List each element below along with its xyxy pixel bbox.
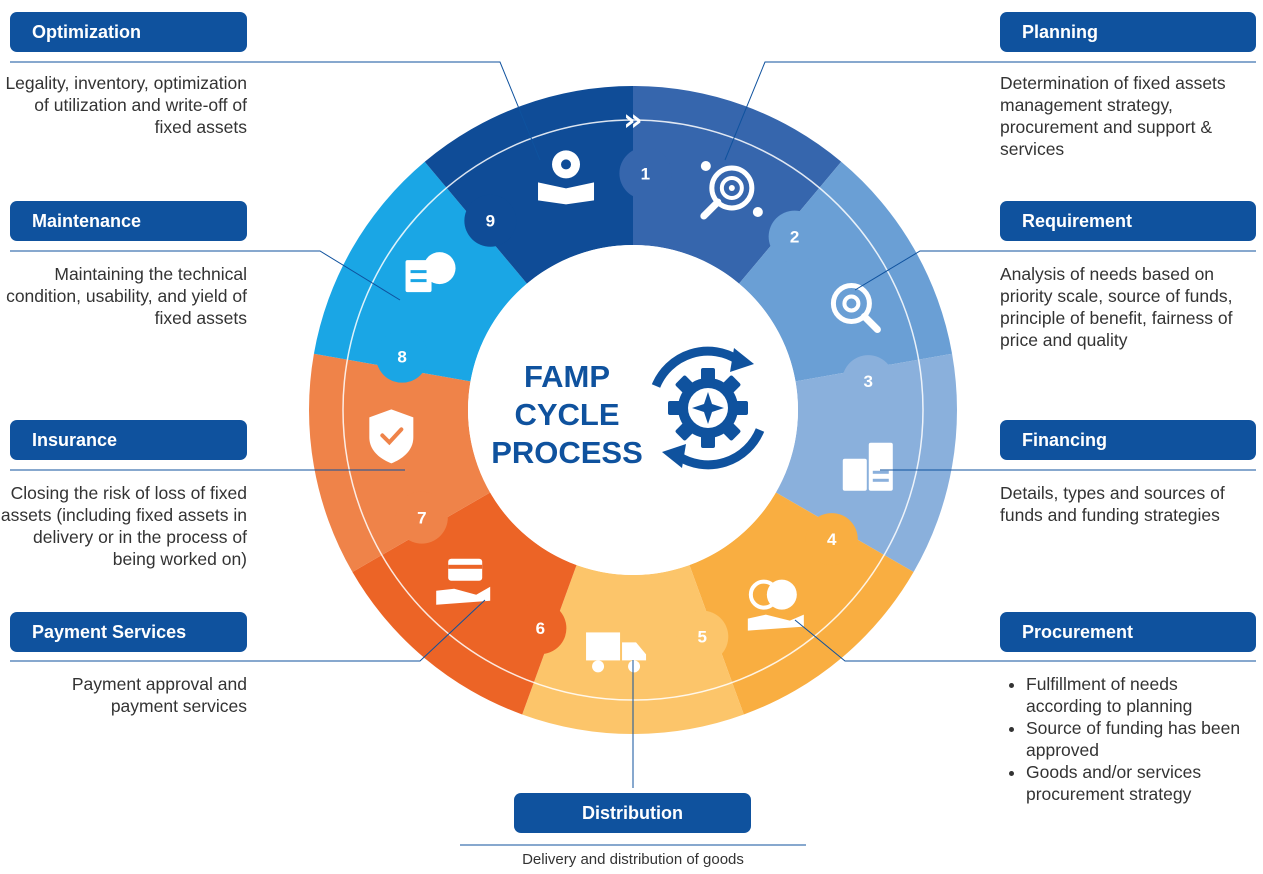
number-tab-4 — [805, 513, 858, 566]
desc-procurement: Fulfillment of needs according to planni… — [1000, 673, 1250, 805]
step-number-8: 8 — [397, 348, 406, 367]
desc-payment-services: Payment approval and payment services — [71, 674, 247, 716]
number-tab-5 — [676, 610, 729, 663]
chevron-right-icon: » — [623, 103, 642, 138]
step-number-1: 1 — [641, 164, 650, 183]
label-insurance: Insurance — [10, 420, 247, 460]
number-tab-6 — [514, 602, 567, 655]
connector-requirement — [854, 250, 1256, 291]
label-optimization: Optimization — [10, 12, 247, 52]
desc-maintenance: Maintaining the technical condition, usa… — [6, 264, 247, 328]
number-tab-3 — [842, 355, 895, 408]
segment-payment-services — [352, 492, 577, 715]
card-hand-icon — [436, 558, 491, 605]
gear-book-icon — [538, 150, 595, 205]
label-financing: Financing — [1000, 420, 1256, 460]
connector-optimization — [10, 61, 541, 161]
calculator-icon — [842, 442, 893, 491]
segment-optimization — [424, 86, 633, 284]
segment-procurement — [689, 492, 914, 715]
procurement-bullet-3: Goods and/or services procurement strate… — [1026, 761, 1250, 805]
step-number-3: 3 — [863, 372, 872, 391]
desc-planning: Determination of fixed assets management… — [1000, 73, 1226, 159]
step-number-9: 9 — [486, 212, 495, 231]
center-disk — [468, 245, 798, 575]
procurement-bullet-2: Source of funding has been approved — [1026, 717, 1250, 761]
step-number-2: 2 — [790, 228, 799, 247]
desc-financing: Details, types and sources of funds and … — [1000, 483, 1225, 525]
magnifier-icon — [830, 282, 881, 333]
step-number-5: 5 — [698, 628, 707, 647]
label-distribution: Distribution — [514, 793, 751, 833]
connector-payment — [10, 599, 486, 662]
desc-distribution: Delivery and distribution of goods — [522, 851, 744, 868]
center-title-line3: PROCESS — [491, 435, 643, 470]
number-tab-1 — [619, 147, 672, 200]
connector-planning — [724, 61, 1256, 161]
desc-optimization: Legality, inventory, optimization of uti… — [5, 73, 247, 137]
label-planning: Planning — [1000, 12, 1256, 52]
segment-planning — [633, 86, 842, 284]
number-tab-2 — [768, 210, 821, 263]
step-number-6: 6 — [536, 619, 545, 638]
label-maintenance: Maintenance — [10, 201, 247, 241]
coins-hand-icon — [747, 579, 804, 631]
segment-requirement — [739, 161, 953, 382]
connector-procurement — [794, 619, 1256, 662]
center-title: FAMP CYCLE PROCESS — [482, 358, 652, 472]
label-procurement: Procurement — [1000, 612, 1256, 652]
number-tab-7 — [395, 491, 448, 544]
center-title-line2: CYCLE — [514, 397, 620, 432]
gear-sliders-icon — [405, 252, 456, 293]
target-icon — [700, 161, 763, 220]
shield-check-icon — [369, 409, 414, 464]
step-number-7: 7 — [417, 509, 426, 528]
label-requirement: Requirement — [1000, 201, 1256, 241]
truck-icon — [586, 632, 647, 673]
procurement-bullet-1: Fulfillment of needs according to planni… — [1026, 673, 1250, 717]
step-number-4: 4 — [827, 530, 837, 549]
gear-cycle-icon — [651, 346, 765, 470]
desc-requirement: Analysis of needs based on priority scal… — [1000, 264, 1233, 350]
desc-insurance: Closing the risk of loss of fixed assets… — [0, 483, 247, 569]
label-payment-services: Payment Services — [10, 612, 247, 652]
connector-maintenance — [10, 250, 401, 301]
number-tab-9 — [464, 194, 517, 247]
number-tab-8 — [376, 330, 429, 383]
center-title-line1: FAMP — [523, 359, 611, 394]
